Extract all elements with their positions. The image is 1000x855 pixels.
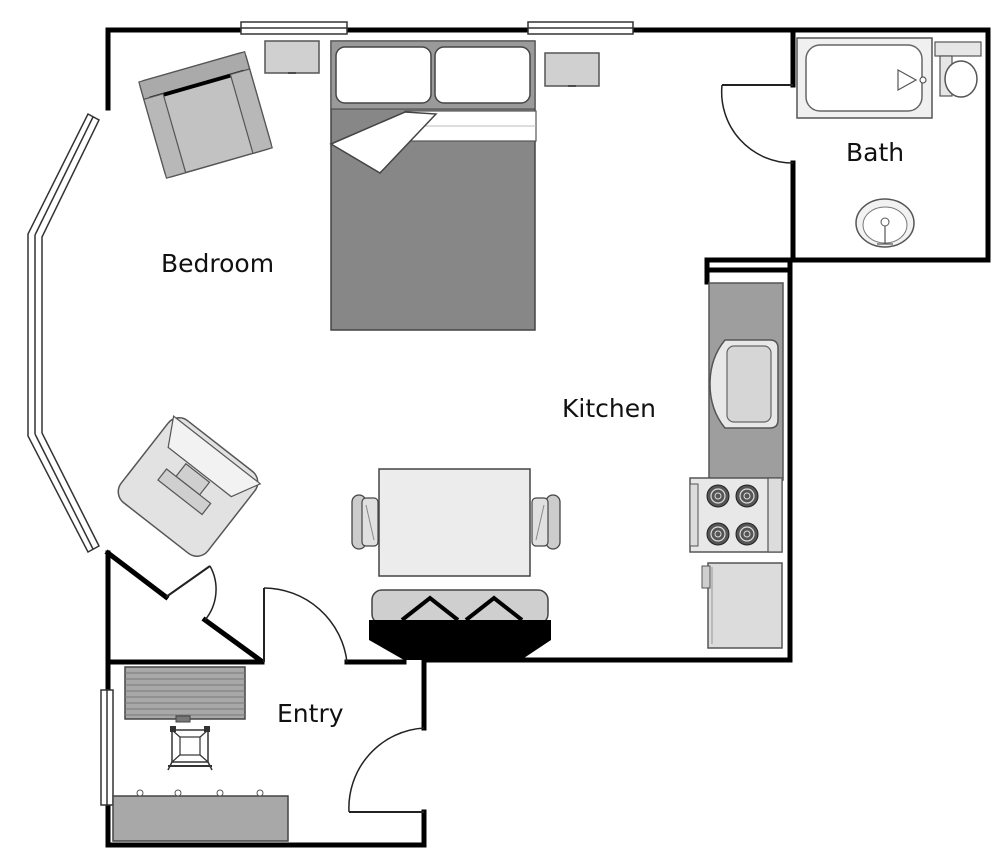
bathroom-fixtures — [796, 37, 982, 248]
bay-window — [27, 112, 100, 554]
kitchen-sink — [709, 339, 779, 429]
dining-chair-left — [351, 494, 379, 550]
armchair-top — [138, 50, 273, 179]
entry-bench — [112, 789, 289, 842]
pillow-left — [335, 46, 432, 104]
door-front[interactable] — [348, 727, 425, 813]
windows — [27, 21, 634, 806]
bed — [329, 40, 537, 331]
stove — [689, 477, 783, 553]
doors — [165, 84, 794, 813]
stool — [167, 726, 213, 771]
refrigerator — [701, 562, 783, 649]
burner-icon — [706, 484, 759, 546]
room-label-kitchen: Kitchen — [562, 394, 656, 423]
room-label-entry: Entry — [277, 699, 344, 728]
armchair-bottom — [117, 415, 262, 557]
toilet — [934, 41, 982, 98]
pillow-right — [434, 46, 531, 104]
entry-furniture — [112, 666, 289, 842]
bedroom-furniture — [117, 40, 600, 557]
door-closet[interactable] — [165, 565, 217, 621]
bath-sink — [855, 198, 915, 248]
entry-shelf — [124, 666, 246, 723]
door-bedroom[interactable] — [263, 587, 348, 663]
room-labels: Bedroom Kitchen Bath Entry — [161, 138, 904, 728]
nightstand-right — [544, 52, 600, 87]
bathtub — [796, 37, 933, 119]
dining-chair-right — [531, 494, 561, 550]
door-bath[interactable] — [720, 84, 794, 164]
walls — [104, 27, 991, 848]
sofa — [369, 589, 551, 660]
kitchen-fixtures — [351, 282, 784, 660]
nightstand-left — [264, 40, 320, 74]
room-label-bath: Bath — [846, 138, 904, 167]
sheet-fold — [329, 111, 438, 174]
dining-table — [378, 468, 531, 577]
room-label-bedroom: Bedroom — [161, 249, 274, 278]
